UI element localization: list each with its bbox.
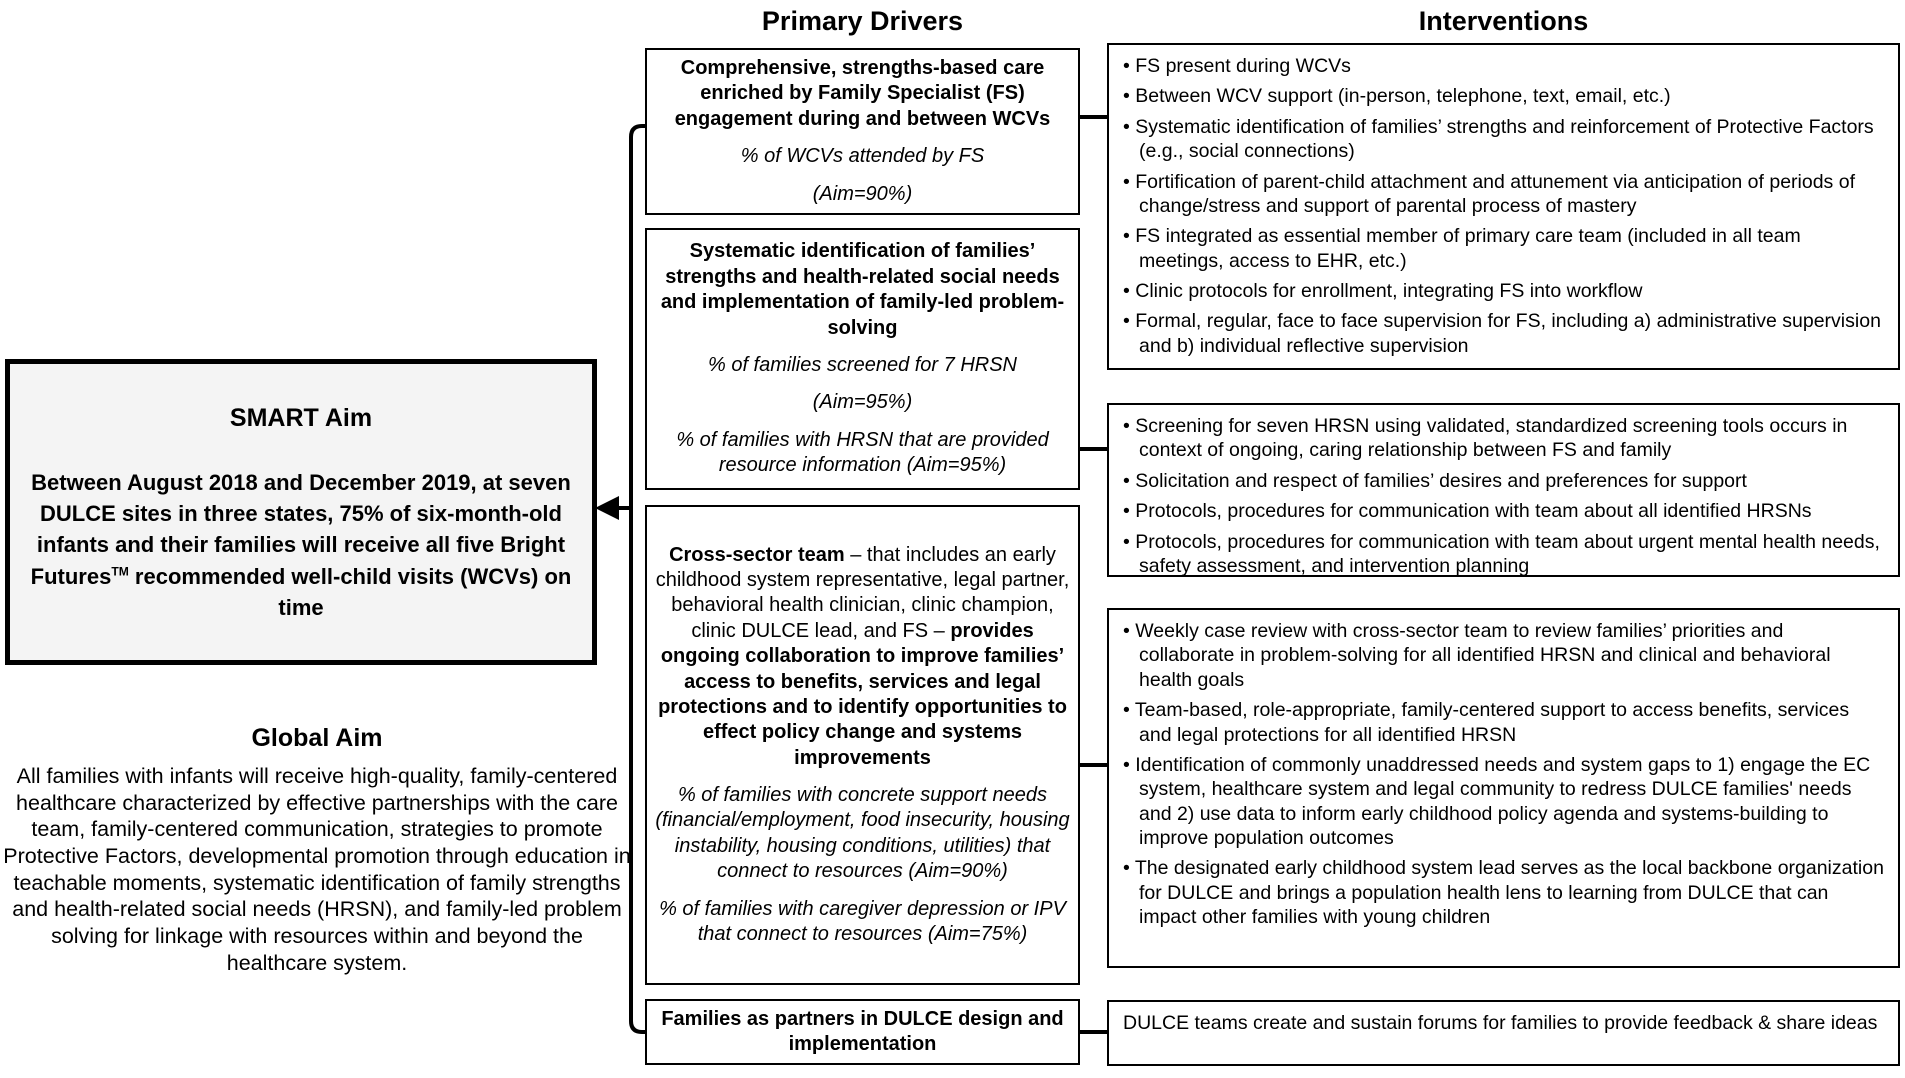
global-aim-body: All families with infants will receive h… <box>3 764 631 975</box>
driver-title-bold-segment: provides ongoing collaboration to improv… <box>658 619 1067 769</box>
driver-title-regular-segment: – that includes an early childhood syste… <box>655 543 1070 642</box>
intervention-box-2: • Screening for seven HRSN using validat… <box>1107 403 1900 577</box>
driver-title: Cross-sector team – that includes an ear… <box>653 543 1072 772</box>
trademark-superscript: TM <box>111 564 129 579</box>
driver-box-families-as-partners: Families as partners in DULCE design and… <box>645 999 1080 1065</box>
intervention-text: DULCE teams create and sustain forums fo… <box>1123 1012 1878 1034</box>
smart-aim-box: SMART Aim Between August 2018 and Decemb… <box>5 359 597 665</box>
arrowhead-to-smart-aim <box>595 496 619 520</box>
driver-title: Comprehensive, strengths-based care enri… <box>653 56 1072 132</box>
driver-measure: (Aim=90%) <box>812 182 913 205</box>
driver-title-bold-segment: Comprehensive, strengths-based care enri… <box>674 57 1051 130</box>
intervention-bullet-item: • Systematic identification of families’… <box>1123 115 1874 163</box>
driver-title: Families as partners in DULCE design and… <box>653 1007 1072 1058</box>
driver-title-bold-segment: Families as partners in DULCE design and… <box>661 1007 1064 1055</box>
interventions-header: Interventions <box>1418 6 1589 36</box>
primary-drivers-header: Primary Drivers <box>761 6 964 36</box>
intervention-box-1: • FS present during WCVs • Between WCV su… <box>1107 43 1900 370</box>
intervention-bullet-item: • FS integrated as essential member of p… <box>1123 225 1801 272</box>
intervention-bullet-item: • Protocols, procedures for communicatio… <box>1123 530 1880 577</box>
intervention-bullet-item: • FS present during WCVs <box>1123 55 1351 77</box>
intervention-bullet-item: • Between WCV support (in-person, teleph… <box>1123 85 1671 108</box>
driver-measure: (Aim=95%) <box>812 391 913 414</box>
global-aim-title: Global Aim <box>251 724 383 752</box>
smart-aim-body-text: Between August 2018 and December 2019, a… <box>30 470 571 589</box>
intervention-bullet-item: • Identification of commonly unaddressed… <box>1123 753 1871 849</box>
intervention-bullet-item: • The designated early childhood system … <box>1123 857 1884 929</box>
driver-measure: % of families with HRSN that are provide… <box>676 428 1049 477</box>
intervention-bullet-item: • Fortification of parent-child attachme… <box>1123 170 1855 217</box>
driver-measure: % of families with concrete support need… <box>655 784 1070 883</box>
smart-aim-body-text-after: recommended well-child visits (WCVs) on … <box>128 563 572 620</box>
intervention-box-3: • Weekly case review with cross-sector t… <box>1107 608 1900 968</box>
intervention-bullet-item: • Weekly case review with cross-sector t… <box>1123 620 1831 691</box>
intervention-bullet-item: • Screening for seven HRSN using validat… <box>1123 415 1848 462</box>
driver-title: Systematic identification of families’ s… <box>653 239 1072 341</box>
intervention-bullet-item: • Clinic protocols for enrollment, integ… <box>1123 280 1643 302</box>
global-aim-section: Global Aim All families with infants wil… <box>0 724 634 976</box>
intervention-bullet-item: • Solicitation and respect of families’ … <box>1123 469 1747 492</box>
intervention-bullet-item: • Formal, regular, face to face supervis… <box>1123 310 1881 357</box>
intervention-box-4: DULCE teams create and sustain forums fo… <box>1107 1000 1900 1066</box>
smart-aim-body: Between August 2018 and December 2019, a… <box>10 467 592 623</box>
driver-measure: % of families screened for 7 HRSN <box>707 354 1017 376</box>
driver-title-bold-segment: Systematic identification of families’ s… <box>660 240 1065 339</box>
driver-box-cross-sector-team: Cross-sector team – that includes an ear… <box>645 505 1080 985</box>
driver-box-systematic-identification: Systematic identification of families’ s… <box>645 228 1080 490</box>
driver-measure: % of WCVs attended by FS <box>740 145 985 168</box>
driver-box-comprehensive-care: Comprehensive, strengths-based care enri… <box>645 48 1080 215</box>
driver-title-bold-segment: Cross-sector team <box>669 543 845 566</box>
intervention-bullet-item: • Team-based, role-appropriate, family-c… <box>1123 699 1850 746</box>
smart-aim-title: SMART Aim <box>229 404 373 432</box>
driver-measure: % of families with caregiver depression … <box>659 897 1066 946</box>
intervention-bullet-item: • Protocols, procedures for communicatio… <box>1123 500 1812 523</box>
